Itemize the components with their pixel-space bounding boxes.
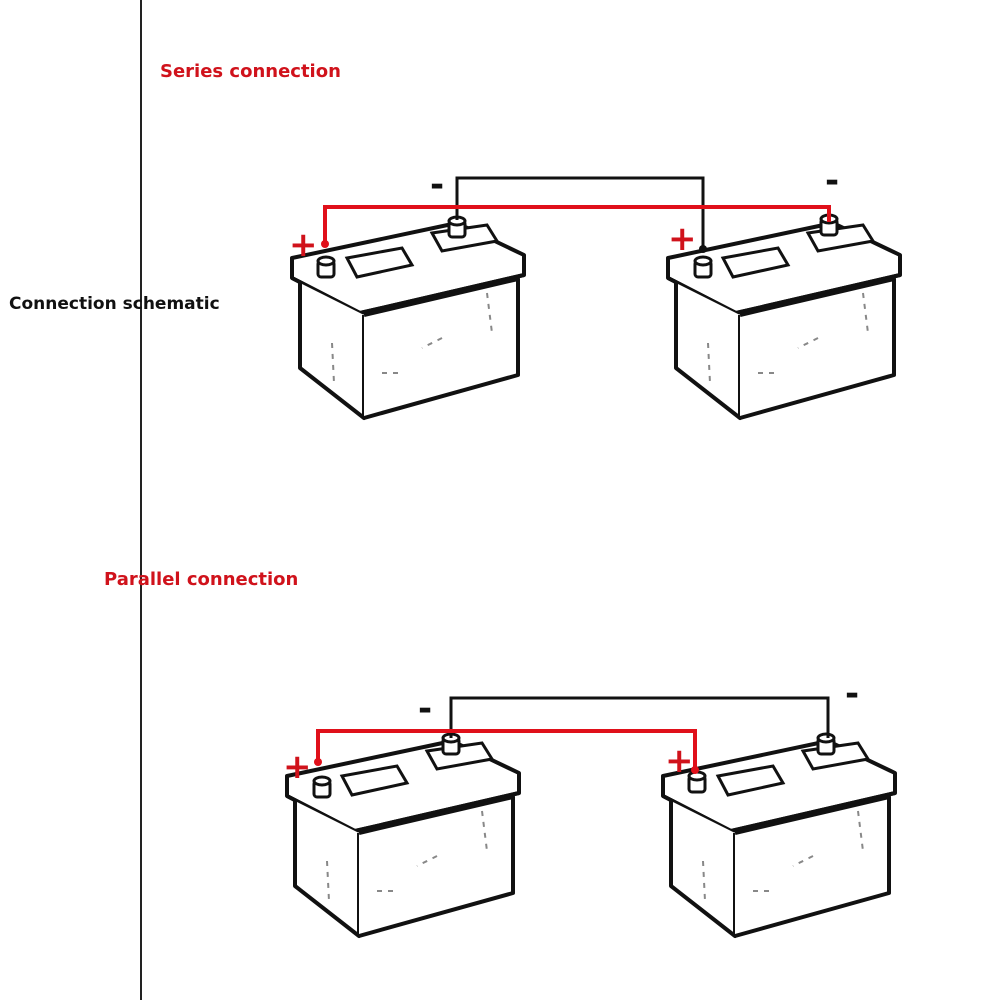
series-left-plus-sign: + [289, 225, 318, 265]
parallel-right-minus-sign: - [845, 674, 859, 714]
parallel-left-positive-terminal [312, 775, 332, 799]
series-negative-wire [455, 176, 705, 250]
parallel-diagram: + - + - [283, 674, 897, 938]
parallel-title: Parallel connection [104, 569, 299, 590]
vertical-divider [140, 0, 142, 1000]
series-right-minus-sign: - [825, 161, 839, 201]
series-diagram: + - + - [289, 161, 902, 420]
series-positive-wire [323, 205, 831, 244]
parallel-left-minus-sign: - [418, 689, 432, 729]
parallel-negative-wire [449, 696, 830, 738]
side-label: Connection schematic [9, 294, 220, 314]
series-right-plus-sign: + [668, 219, 697, 259]
series-left-positive-terminal [316, 255, 336, 279]
series-title: Series connection [160, 61, 341, 82]
parallel-positive-wire [316, 729, 697, 770]
series-left-minus-sign: - [430, 165, 444, 205]
parallel-battery-right [661, 732, 897, 938]
parallel-right-plus-sign: + [665, 741, 694, 781]
series-right-positive-terminal [693, 255, 713, 279]
parallel-battery-left [285, 732, 521, 938]
parallel-left-plus-sign: + [283, 747, 312, 787]
parallel-right-negative-terminal [816, 732, 836, 756]
